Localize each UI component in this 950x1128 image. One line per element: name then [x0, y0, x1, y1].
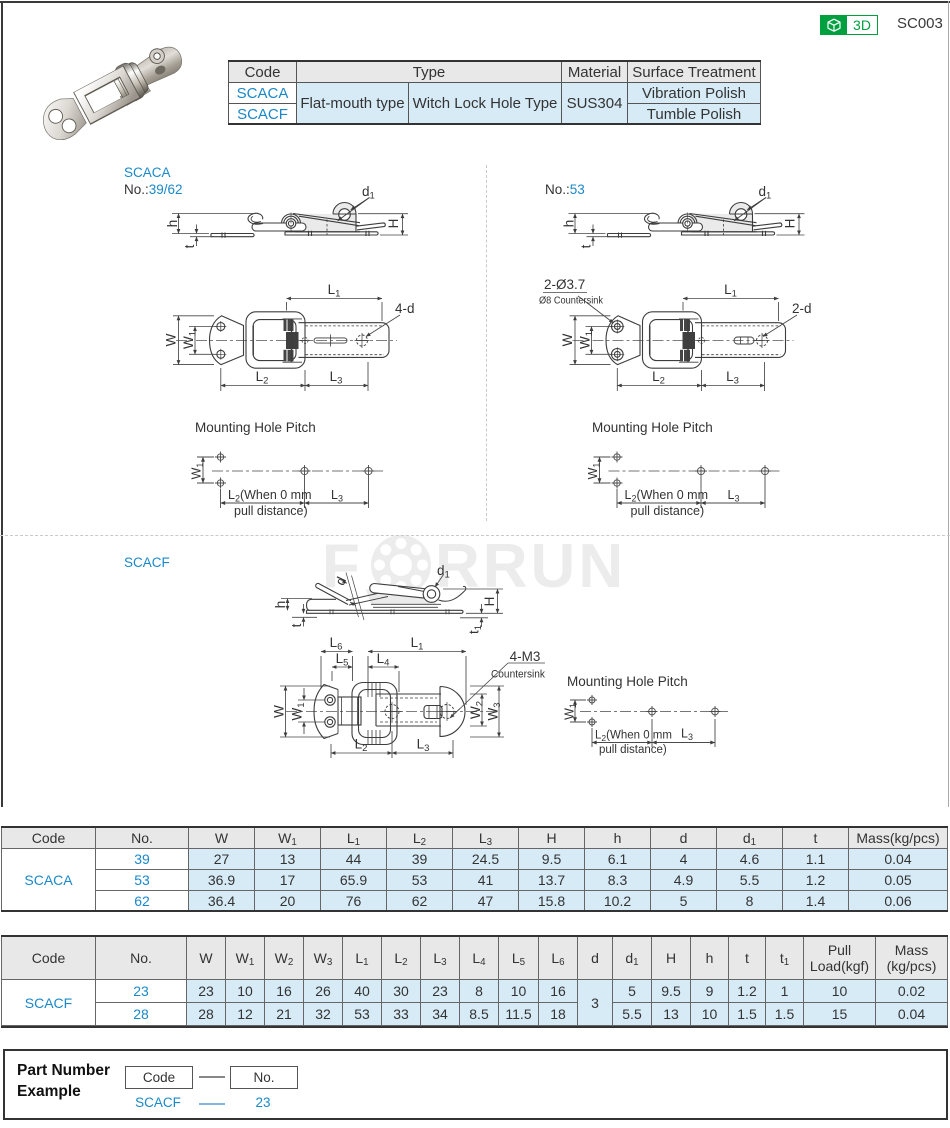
svg-text:L2(When 0 mm: L2(When 0 mm [595, 730, 672, 744]
svg-text:Ø8 Countersink: Ø8 Countersink [539, 295, 604, 307]
svg-text:4-d: 4-d [395, 301, 415, 316]
svg-text:L1: L1 [411, 635, 424, 653]
svg-text:L4: L4 [377, 651, 390, 669]
svg-text:d: d [332, 574, 349, 587]
svg-text:L6: L6 [330, 635, 343, 653]
svg-text:pull distance): pull distance) [599, 744, 667, 756]
svg-text:L5: L5 [336, 651, 349, 669]
svg-text:L3: L3 [417, 737, 430, 755]
svg-text:Countersink: Countersink [491, 669, 545, 681]
svg-text:W: W [272, 705, 287, 718]
svg-text:L2: L2 [355, 737, 368, 755]
svg-text:W2: W2 [468, 701, 486, 719]
svg-text:h: h [273, 601, 288, 609]
svg-text:2-d: 2-d [792, 301, 812, 316]
svg-text:t1: t1 [467, 625, 485, 634]
svg-text:t: t [289, 623, 304, 627]
svg-text:H: H [482, 597, 497, 607]
svg-text:L3: L3 [681, 727, 693, 743]
svg-text:d1: d1 [437, 563, 450, 581]
svg-text:2-Ø3.7: 2-Ø3.7 [544, 277, 585, 292]
svg-text:4-M3: 4-M3 [510, 649, 541, 664]
svg-text:W1: W1 [290, 702, 308, 720]
svg-text:W1: W1 [563, 703, 579, 720]
svg-text:W3: W3 [486, 702, 504, 720]
